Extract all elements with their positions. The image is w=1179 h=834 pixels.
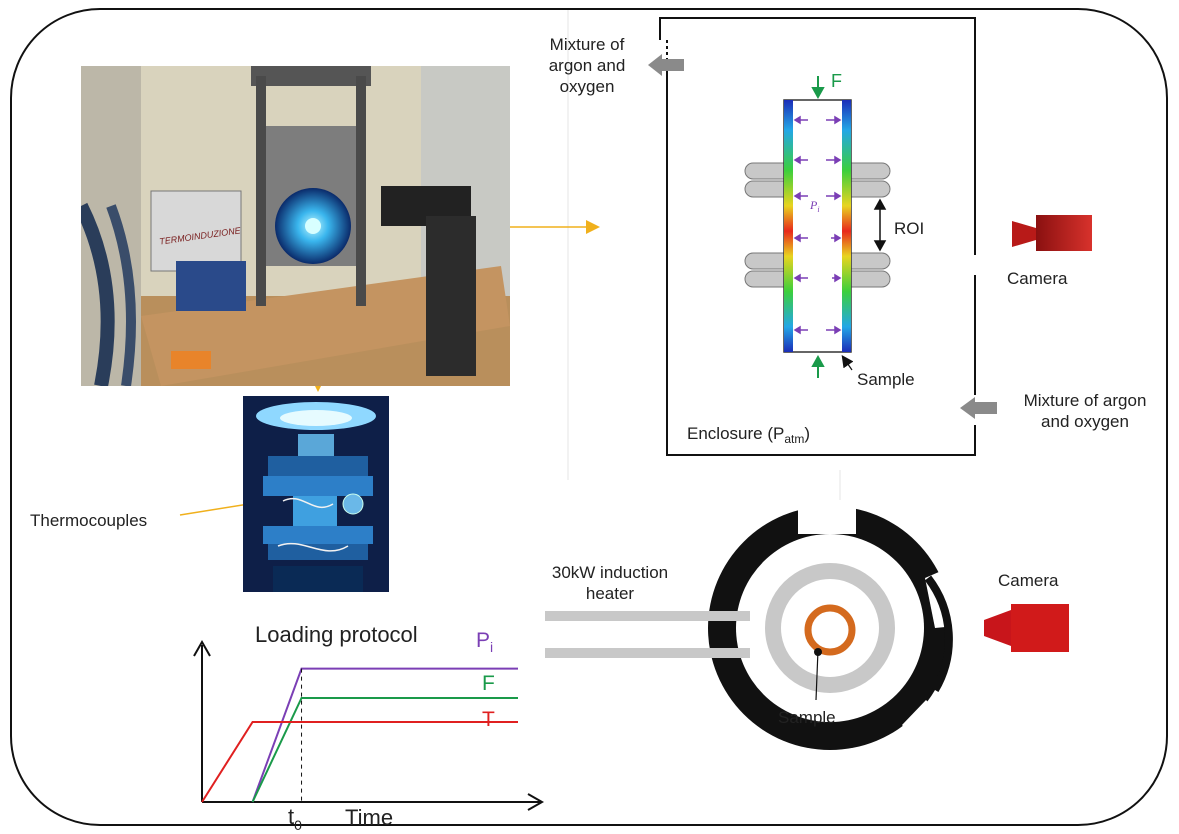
series-line-p <box>251 667 518 803</box>
force-label: F <box>831 71 842 91</box>
chart-series <box>201 667 518 803</box>
series-label-t: T <box>482 708 495 731</box>
force-arrows <box>811 76 825 378</box>
gas-inlet-line-2: and oxygen <box>1041 412 1129 431</box>
sample-pointer <box>841 355 854 371</box>
series-p-main: P <box>476 629 491 652</box>
enclosure-label: Enclosure (Patm) <box>687 423 810 446</box>
apparatus-photo: TERMOINDUZIONE <box>81 66 510 386</box>
gas-outlet-line-1: Mixture of <box>549 35 625 54</box>
camera-icon-2 <box>984 604 1069 652</box>
sample-tube <box>783 99 852 353</box>
camera-label-2: Camera <box>998 571 1059 590</box>
sample-label: Sample <box>857 370 915 389</box>
series-label-p: Pi <box>476 629 494 655</box>
roi-label: ROI <box>894 219 925 238</box>
roi-arrow <box>873 198 887 252</box>
enclosure-label-text: Enclosure (P <box>687 424 785 443</box>
enclosure-box <box>659 17 976 456</box>
sample-crosssection <box>765 563 895 701</box>
gas-outlet-line-3: oxygen <box>559 77 615 96</box>
camera-icon <box>1012 215 1092 251</box>
pressure-main: P <box>810 198 818 212</box>
chart-title: Loading protocol <box>255 622 418 647</box>
thermocouples-photo <box>243 396 389 592</box>
enclosure-label-sub: atm <box>784 432 805 446</box>
gas-inlet-label: Mixture of argon and oxygen <box>1000 390 1170 432</box>
gas-outlet-label: Mixture of argon and oxygen <box>534 34 640 97</box>
chart-axes <box>193 639 545 811</box>
camera-label: Camera <box>1007 269 1068 288</box>
thermocouples-label: Thermocouples <box>30 511 148 530</box>
gas-outlet-arrow <box>648 54 684 76</box>
pressure-sub: i <box>817 205 820 214</box>
outer-frame <box>10 8 1168 826</box>
series-line-t <box>201 721 518 803</box>
series-line-f <box>251 697 518 803</box>
pressure-label: Pi <box>810 195 820 217</box>
series-p-sub: i <box>490 639 494 655</box>
x-tick-sub: 0 <box>294 817 302 833</box>
pressure-arrows <box>793 115 842 335</box>
x-tick-main: t <box>288 804 295 829</box>
heater-label: 30kW induction heater <box>525 562 695 604</box>
gas-outlet-line-2: argon and <box>548 56 626 75</box>
heater-label-line-2: heater <box>585 584 635 603</box>
heater-leads <box>545 611 750 658</box>
gas-inlet-line-1: Mixture of argon <box>1023 391 1147 410</box>
gas-inlet-arrow <box>960 397 997 419</box>
x-tick-t0: t0 <box>288 804 302 833</box>
enclosure-label-close: ) <box>804 424 811 443</box>
sample-label-2: Sample <box>778 708 836 727</box>
heater-label-line-1: 30kW induction <box>551 563 669 582</box>
x-axis-label: Time <box>345 805 394 830</box>
series-label-f: F <box>482 672 495 695</box>
